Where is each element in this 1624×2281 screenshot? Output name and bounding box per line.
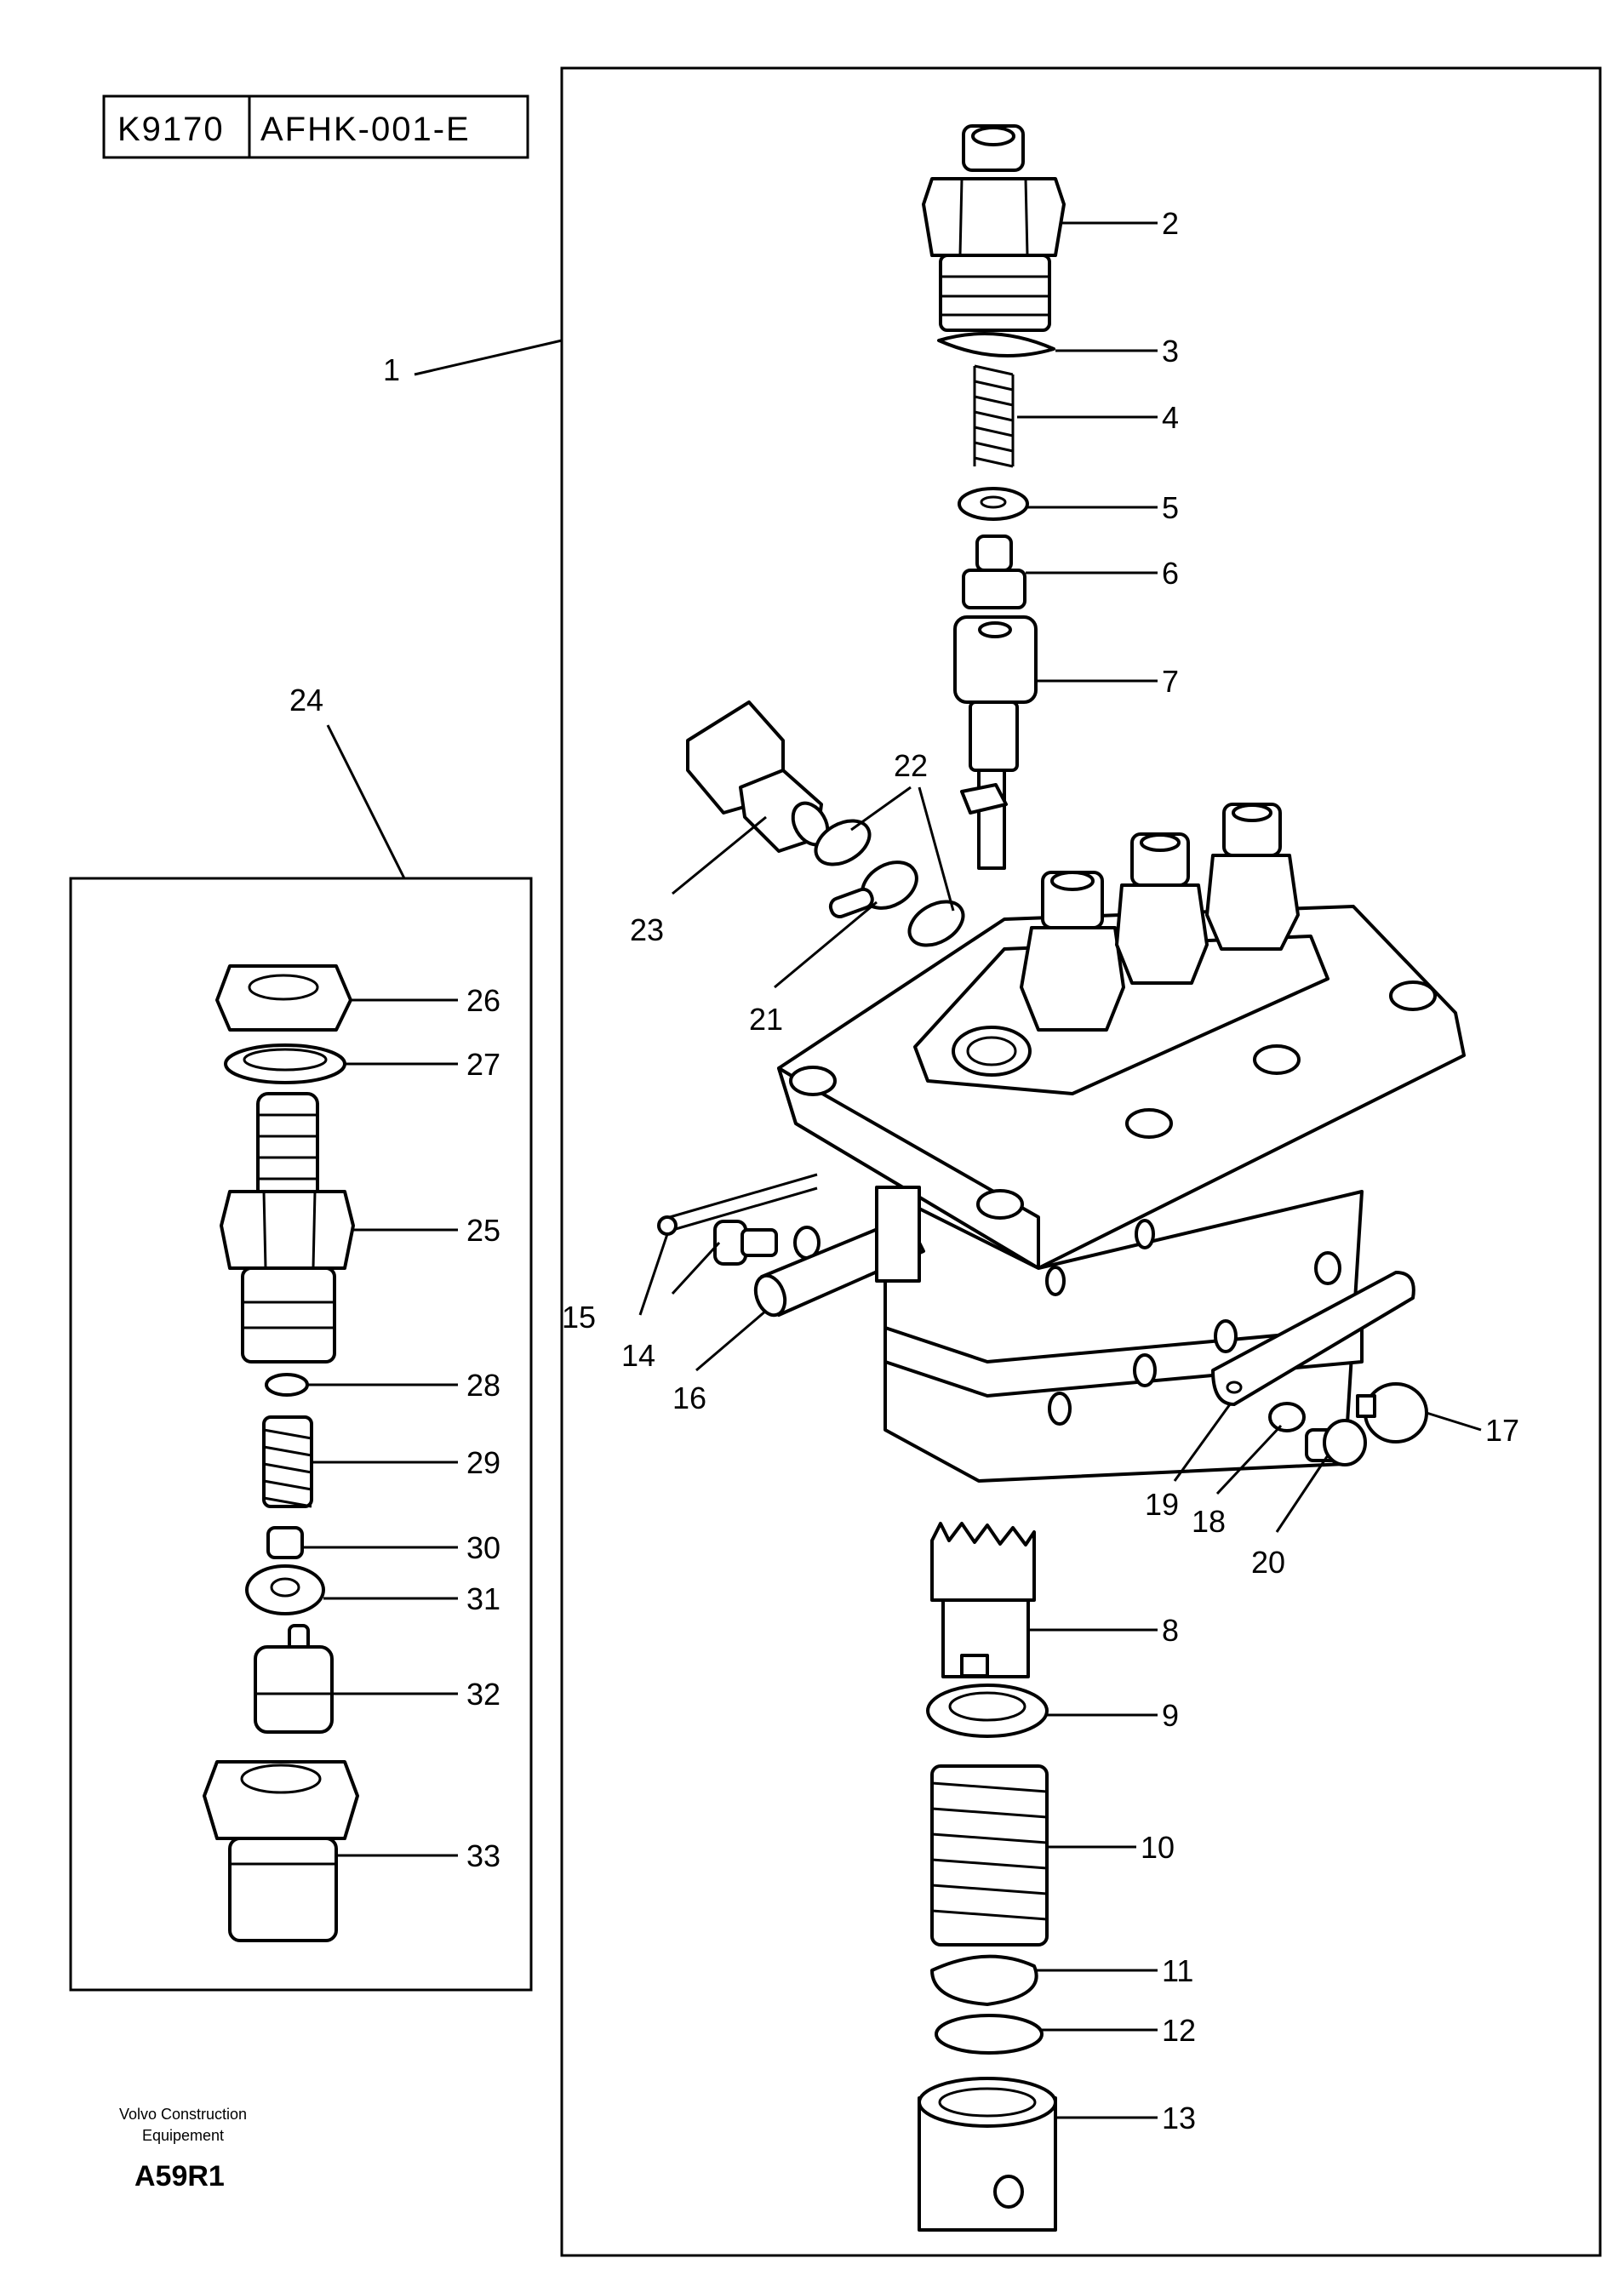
o-ring [265, 1373, 309, 1397]
callout-9: 9 [1162, 1698, 1179, 1733]
callout-25: 25 [466, 1213, 500, 1248]
main-frame [560, 66, 1602, 2257]
callout-20: 20 [1251, 1545, 1285, 1580]
callout-23: 23 [630, 912, 664, 947]
callout-18: 18 [1192, 1504, 1226, 1539]
callout-8: 8 [1162, 1613, 1179, 1648]
callout-5: 5 [1162, 490, 1179, 525]
push-rod [266, 1526, 304, 1559]
callout-4: 4 [1162, 400, 1179, 435]
company-line-1: Volvo Construction [119, 2106, 247, 2123]
footer: Volvo Construction Equipement A59R1 [119, 2106, 247, 2192]
control-rack [753, 1186, 925, 1318]
banjo-fitting [828, 860, 918, 919]
cap-nut [1356, 1382, 1428, 1443]
drawing-ref: A59R1 [134, 2160, 225, 2192]
callout-31: 31 [466, 1581, 500, 1616]
injector-subassembly [203, 964, 359, 1942]
company-line-2: Equipement [142, 2127, 224, 2144]
callout-2: 2 [1162, 206, 1179, 241]
leader-lines [302, 221, 1482, 2119]
callout-32: 32 [466, 1677, 500, 1712]
holder-1 [1020, 871, 1125, 1032]
injector-body [220, 1092, 355, 1363]
lock-washer [1268, 1402, 1306, 1432]
callout-13: 13 [1162, 2101, 1196, 2135]
gasket-ring [937, 332, 1055, 357]
pressure-spring [262, 1415, 313, 1508]
callout-11: 11 [1162, 1953, 1193, 1988]
gasket-washer-b [907, 900, 965, 947]
tappet [918, 2077, 1057, 2232]
delivery-valve [962, 535, 1026, 609]
delivery-valve-spring [973, 364, 1015, 468]
callout-21: 21 [749, 1002, 783, 1037]
adjusting-screw [1305, 1419, 1367, 1466]
callout-3: 3 [1162, 334, 1179, 369]
banjo-bolt [713, 1220, 821, 1266]
header-code-right: AFHK-001-E [260, 111, 471, 148]
subassembly-frame [69, 877, 533, 1992]
callout-26: 26 [466, 983, 500, 1018]
callout-28: 28 [466, 1368, 500, 1403]
delivery-valve-seat [953, 615, 1038, 870]
callout-10: 10 [1141, 1830, 1175, 1865]
callout-7: 7 [1162, 664, 1179, 699]
callout-24: 24 [289, 683, 323, 717]
delivery-valve-holder [922, 124, 1066, 332]
callouts: 1 2 3 4 5 6 7 8 9 10 11 12 13 14 15 16 1… [289, 206, 1519, 2135]
callout-16: 16 [672, 1381, 706, 1415]
callout-14: 14 [621, 1338, 655, 1373]
cover-plate [1211, 1271, 1415, 1406]
header-code-left: K9170 [117, 111, 225, 148]
control-rod [663, 1173, 818, 1234]
callout-33: 33 [466, 1838, 500, 1873]
injection-pump-body [777, 803, 1466, 1483]
header-code-box: K9170 AFHK-001-E [102, 94, 529, 159]
callout-22: 22 [894, 748, 928, 783]
nozzle [254, 1624, 334, 1734]
lower-spring-seat [930, 1954, 1038, 2006]
retaining-nut [203, 1760, 359, 1942]
callout-17: 17 [1485, 1413, 1519, 1448]
callout-6: 6 [1162, 556, 1179, 591]
control-pinion [930, 1522, 1036, 1678]
callout-29: 29 [466, 1445, 500, 1480]
gasket-washer-a [814, 819, 872, 866]
callout-19: 19 [1145, 1487, 1179, 1522]
holder-2 [1115, 832, 1209, 985]
adjusting-shim [935, 2014, 1044, 2055]
callout-27: 27 [466, 1047, 500, 1082]
main-assembly [657, 124, 1466, 2232]
callout-1: 1 [383, 352, 400, 387]
holder-3 [1205, 803, 1300, 951]
callout-15: 15 [562, 1300, 596, 1335]
callout-30: 30 [466, 1530, 500, 1565]
callout-12: 12 [1162, 2013, 1196, 2048]
vent-plug [686, 700, 830, 853]
plunger-spring [930, 1764, 1049, 1947]
